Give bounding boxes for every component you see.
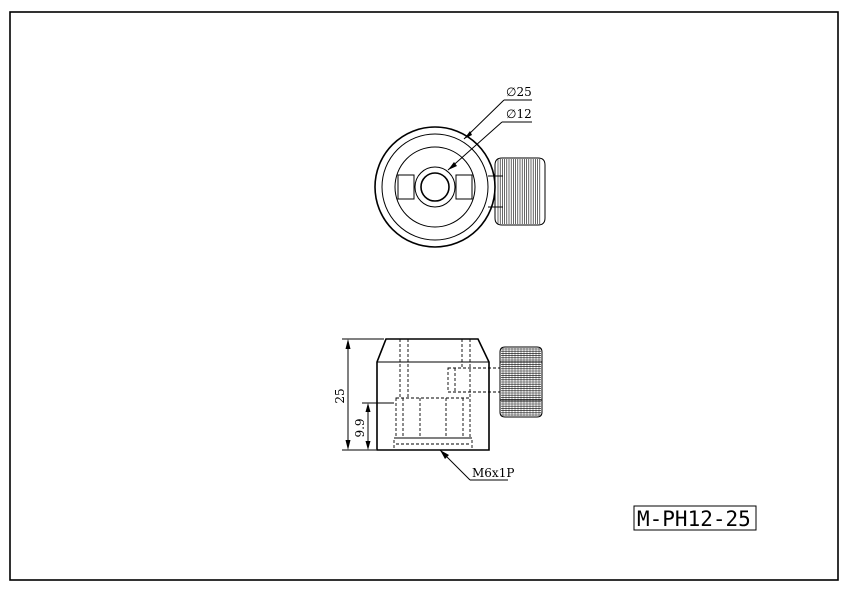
top-view-inner-ring [394, 146, 476, 228]
dimension-thread-height: 9.9 [353, 402, 394, 450]
thread-leader: M6x1P [439, 449, 514, 481]
height-label: 25 [333, 388, 347, 403]
drawing-border [9, 11, 839, 581]
outer-diameter-label: ∅25 [506, 85, 532, 99]
top-view-outer-circle [374, 126, 496, 248]
top-view-knurled-knob [488, 157, 546, 226]
top-view-ring-circle [381, 133, 489, 241]
side-view-knurled-knob [499, 346, 543, 418]
thread-label: M6x1P [472, 466, 514, 480]
dimension-height: 25 [333, 338, 384, 451]
top-view-bore [420, 172, 450, 202]
part-number-label: M-PH12-25 [637, 507, 751, 531]
top-view: ∅25 ∅12 [374, 85, 546, 248]
side-view-body [376, 338, 490, 451]
leader-inner-diameter [447, 121, 503, 171]
part-number-box: M-PH12-25 [633, 505, 757, 531]
inner-diameter-label: ∅12 [506, 107, 532, 121]
side-view-hidden-lines [393, 338, 501, 451]
side-view: 25 9.9 M6x1P [333, 338, 543, 481]
top-view-bore-outer [414, 166, 456, 208]
thread-height-label: 9.9 [353, 418, 367, 437]
top-view-slot [397, 174, 473, 200]
